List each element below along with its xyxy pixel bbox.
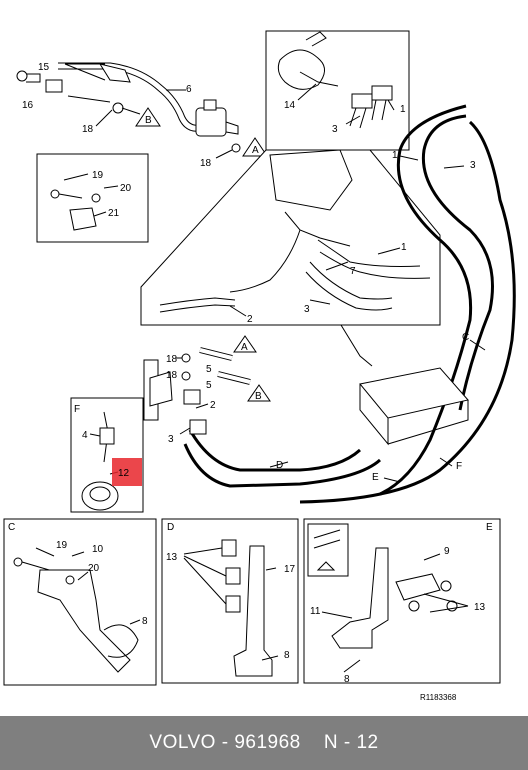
label-e9: 9 — [444, 546, 450, 557]
detail-box-E — [303, 518, 501, 684]
label-m3: 3 — [470, 160, 476, 171]
middle-fittings — [143, 335, 271, 435]
label-c2: 16 — [22, 100, 34, 111]
detail-box-D — [161, 518, 299, 684]
label-pF: F — [74, 404, 80, 415]
label-c8: 8 — [142, 616, 148, 627]
label-tr3: 3 — [332, 124, 338, 135]
label-z1: 7 — [350, 266, 356, 277]
label-e8: 8 — [344, 674, 350, 685]
label-cC: C — [8, 522, 15, 533]
footer-bar: VOLVO - 961968 N - 12 — [0, 716, 528, 770]
label-c3: 6 — [186, 84, 192, 95]
label-f19: 19 — [92, 170, 104, 181]
label-rC: C — [462, 332, 469, 343]
label-f20: 20 — [120, 183, 132, 194]
label-tr14: 14 — [284, 100, 296, 111]
label-f21: 21 — [108, 208, 120, 219]
label-rE: E — [372, 472, 379, 483]
label-c6: 18 — [200, 158, 212, 169]
label-z3: 2 — [247, 314, 253, 325]
label-dD: D — [167, 522, 174, 533]
label-o2: 5 — [206, 364, 212, 375]
detail-box-C — [3, 518, 157, 686]
label-d17: 17 — [284, 564, 296, 575]
label-z2: 1 — [401, 242, 407, 253]
label-c1: 15 — [38, 62, 50, 73]
reference-code: R1183368 — [420, 693, 457, 702]
label-m1: 1 — [392, 150, 398, 161]
label-e13: 13 — [474, 602, 486, 613]
parts-diagram: 15 16 6 18 B 18 A 14 3 1 1 3 19 20 21 7 … — [3, 30, 516, 702]
label-o7: 2 — [210, 400, 216, 411]
detail-connector-block — [140, 149, 441, 367]
label-d8: 8 — [284, 650, 290, 661]
label-o8: 3 — [168, 434, 174, 445]
label-c7: A — [252, 145, 259, 156]
detail-box-F — [70, 397, 144, 513]
label-rD: D — [276, 460, 283, 471]
label-z4: 3 — [304, 304, 310, 315]
long-hoses — [183, 104, 516, 504]
footer-caption: VOLVO - 961968 N - 12 — [149, 732, 379, 753]
label-c19: 19 — [56, 540, 68, 551]
label-eE: E — [486, 522, 493, 533]
label-tr1: 1 — [400, 104, 406, 115]
label-c10: 10 — [92, 544, 104, 555]
label-o1: 18 — [166, 354, 178, 365]
highlight-part-12 — [112, 458, 142, 486]
label-o3: A — [241, 342, 248, 353]
label-p4: 4 — [82, 430, 88, 441]
label-d13: 13 — [166, 552, 178, 563]
label-o5: 5 — [206, 380, 212, 391]
label-c5: B — [145, 115, 152, 126]
label-c20: 20 — [88, 563, 100, 574]
label-o4: 18 — [166, 370, 178, 381]
label-p12: 12 — [118, 468, 130, 479]
label-c4: 18 — [82, 124, 94, 135]
part-labels: 15 16 6 18 B 18 A 14 3 1 1 3 19 20 21 7 … — [8, 62, 493, 702]
label-rF: F — [456, 461, 462, 472]
detail-box-fasteners — [36, 153, 149, 243]
top-left-hose-assembly — [16, 62, 268, 159]
label-o6: B — [255, 391, 262, 402]
label-e11: 11 — [310, 606, 321, 617]
